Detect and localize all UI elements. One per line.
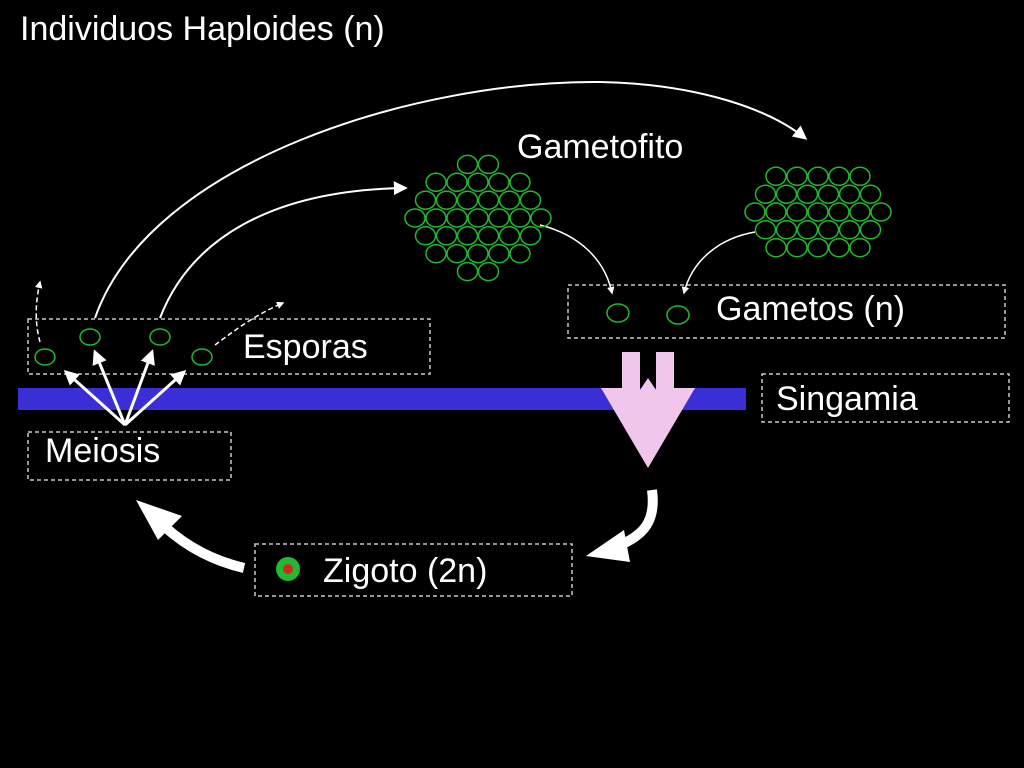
gametophyte-cell [807,166,829,187]
gametophyte-cell [435,190,458,210]
gametophyte-cell [786,166,808,187]
gametophyte-cell [796,184,819,204]
gametophyte-cell [446,243,468,264]
gametophyte-cell [828,237,850,258]
label-gametofito: Gametofito [517,128,684,166]
label-singamia: Singamia [776,380,918,418]
gametophyte-cell [477,190,500,210]
gametophyte-cell [456,154,479,175]
syngamy-fusion-arrow [601,352,695,468]
gametophyte-cell [807,237,829,258]
arrow-spore-to-gametophyte-right [94,80,808,319]
gametophyte-cell [488,243,510,264]
gametophyte-cell [807,202,829,222]
arrow-gametophyte-to-gamete-left [539,224,615,295]
gametophyte-cell [870,202,892,222]
gametophyte-cell [477,154,500,175]
arrow-spore-dispersal-left [35,280,43,343]
label-gametos: Gametos (n) [716,290,905,328]
gametophyte-cell [817,220,840,240]
gametophyte-cell [488,208,510,228]
gametophyte-cell [838,220,861,240]
arrow-spore-dispersal-right [214,301,285,346]
gametophyte-cell [467,243,489,264]
arrow-zygote-to-meiosis [161,523,246,573]
gametophyte-cell [754,220,777,240]
gametophyte-cell [477,226,500,246]
gametophyte-cell [754,184,777,204]
diagram-title: Individuos Haploides (n) [20,10,385,48]
gametophyte-cell [765,202,787,222]
gametophyte-cell [425,172,447,193]
gametophyte-cell [498,226,521,246]
gametophyte-cell [744,202,766,222]
gametophyte-cell [838,184,861,204]
gametophyte-cell [849,202,871,222]
gametophyte-cell [765,166,787,187]
gametes [606,303,690,325]
gametophyte-cell [488,172,510,193]
arrow-spore-to-gametophyte-left [159,181,408,319]
gametophyte-cell [456,226,479,246]
gametophyte-cell [425,208,447,228]
gametophyte-cell [775,220,798,240]
gametophyte-cell [435,226,458,246]
gametophyte-cell [817,184,840,204]
gametophyte-cell [519,226,542,246]
meiosis-arrows [63,349,187,427]
zigoto-box [254,543,573,597]
gametophyte-cell [404,208,426,228]
gametophyte-cell [414,226,437,246]
gametophyte-cell [509,172,531,193]
gametophyte-cell [467,172,489,193]
gametophyte-cell [446,172,468,193]
gametos-box [567,284,1006,339]
gametophyte-cell [786,237,808,258]
meiosis-box [27,431,232,481]
gametophyte-cell [796,220,819,240]
arrow-syngamy-to-zygote-head [586,530,630,562]
gametophyte-cell [414,190,437,210]
gametophyte-cell [859,220,882,240]
gametophyte-cluster-left [404,154,552,282]
spores [34,328,213,366]
esporas-box [27,318,431,375]
gametophyte-cell [765,237,787,258]
gametophyte-cell [786,202,808,222]
arrow-zygote-to-meiosis-head [136,500,182,540]
gametophyte-cell [859,184,882,204]
gametophyte-cell [456,261,479,282]
gametophyte-cell [849,166,871,187]
zygote-nucleus [283,564,293,574]
gametophyte-cluster-right [744,166,892,258]
gametophyte-cell [446,208,468,228]
gametophyte-cell [519,190,542,210]
label-esporas: Esporas [243,328,368,366]
gametophyte-cell [509,208,531,228]
gametophyte-cell [509,243,531,264]
gametophyte-cell [498,190,521,210]
label-meiosis: Meiosis [45,432,161,470]
gametophyte-cell [477,261,500,282]
gametophyte-cell [828,166,850,187]
gametophyte-cell [425,243,447,264]
gametophyte-cell [456,190,479,210]
ploidy-barrier-bar [18,388,746,410]
gametophyte-cell [530,208,552,228]
arrow-gametophyte-to-gamete-right [681,231,756,295]
gametophyte-cell [828,202,850,222]
gametophyte-cell [849,237,871,258]
label-zigoto: Zigoto (2n) [323,552,488,590]
gametophyte-cell [775,184,798,204]
gametophyte-cell [467,208,489,228]
